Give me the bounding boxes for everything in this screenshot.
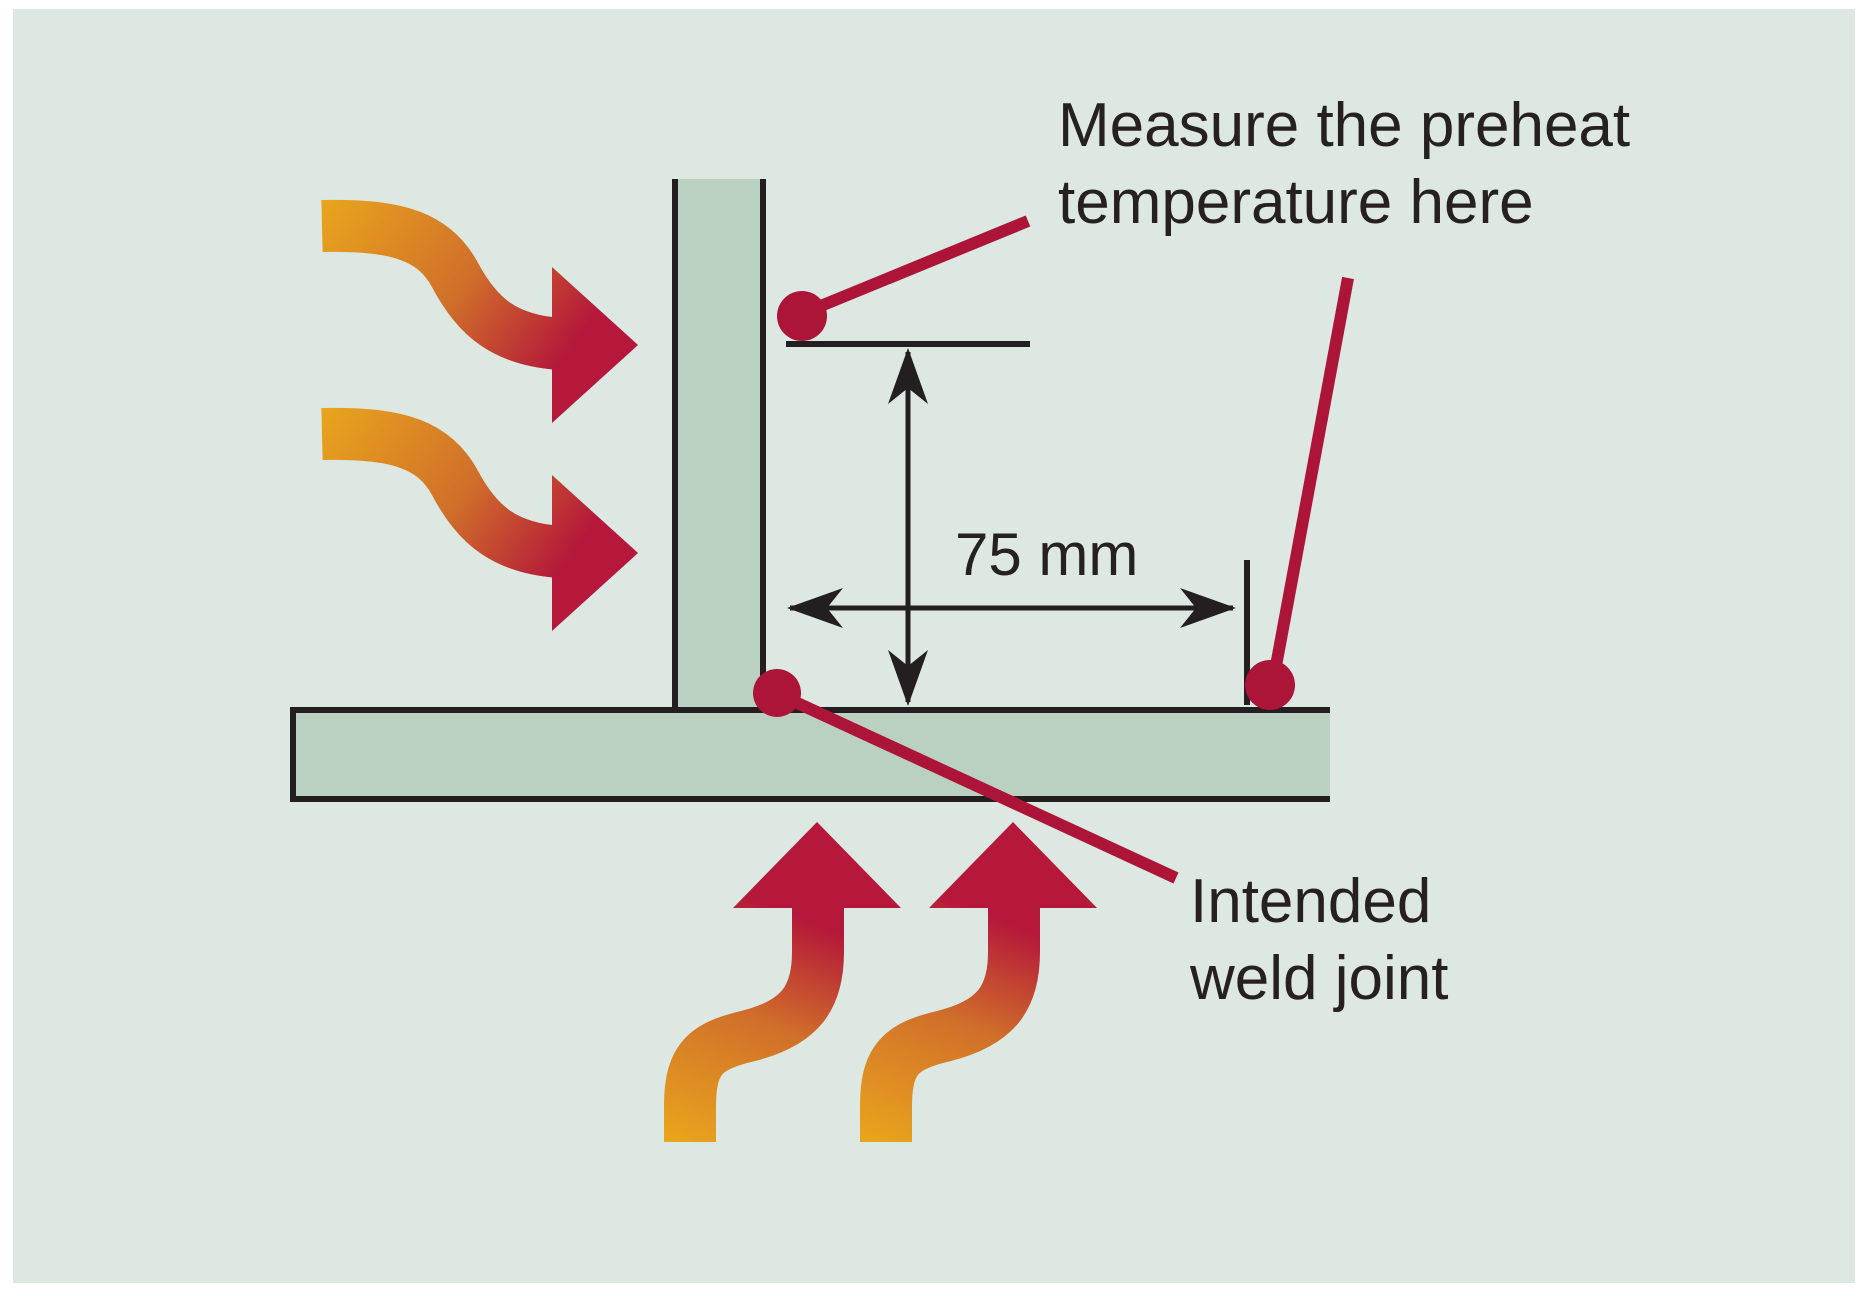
callout-dot-icon xyxy=(1245,660,1295,710)
weld-joint-label: Intended weld joint xyxy=(1190,867,1449,1013)
callout-weld-joint xyxy=(753,669,1179,884)
panel-background xyxy=(13,9,1855,1283)
callout-dot-icon xyxy=(753,669,801,717)
horizontal-dimension-arrow xyxy=(787,588,1236,628)
callout-measure-right xyxy=(1245,276,1354,710)
measure-preheat-label: Measure the preheat temperature here xyxy=(1058,91,1631,237)
vertical-dimension-arrow xyxy=(888,348,928,706)
horizontal-plate xyxy=(290,707,1330,802)
vertical-plate xyxy=(672,179,766,708)
callout-measure-upper xyxy=(777,215,1031,341)
dimension-value-label: 75 mm xyxy=(955,521,1139,588)
dimension-lines xyxy=(786,341,1250,706)
callout-dot-icon xyxy=(777,291,827,341)
